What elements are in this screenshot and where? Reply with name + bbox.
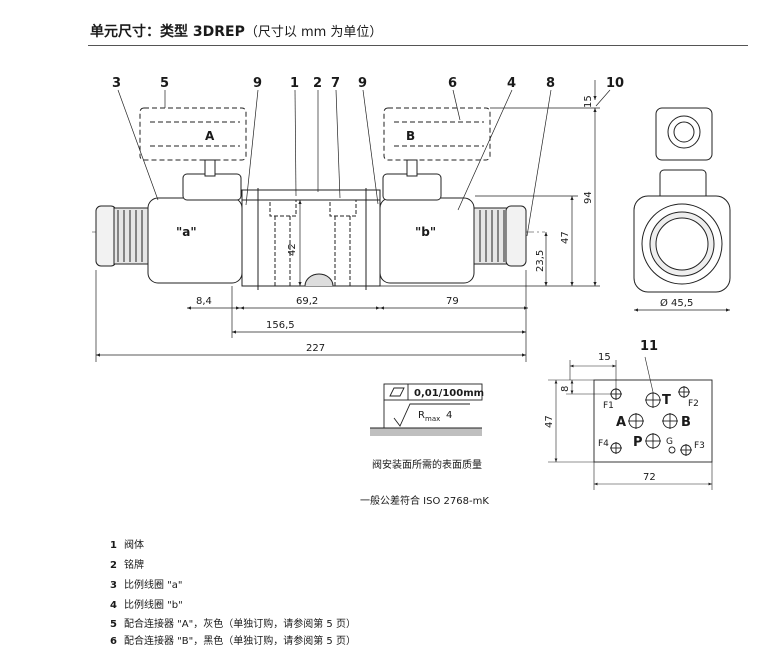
connector-a	[139, 107, 247, 161]
port-dim-8: 8	[560, 386, 571, 392]
callout-numbers: 3 5 9 1 2 7 9 6 4 8 10 11	[112, 76, 658, 354]
page-title: 单元尺寸：类型 3DREP（尺寸以 mm 为单位）	[90, 21, 382, 41]
callout-2: 2	[313, 76, 322, 91]
connector-b	[383, 107, 491, 161]
callouts	[117, 89, 611, 237]
port-dimension-texts: 15 8 47 72	[544, 352, 656, 483]
right-knurled-ring	[473, 207, 509, 265]
dim-42: 42	[287, 243, 298, 256]
left-plug-nut	[95, 205, 117, 267]
callout-6: 6	[448, 76, 457, 91]
port-P: P	[633, 435, 643, 450]
surface-quality-symbol	[370, 383, 483, 436]
dim-79: 79	[446, 296, 459, 307]
legend-num: 1	[110, 540, 117, 551]
legend-item: 2 铭牌	[110, 556, 144, 571]
port-labels: T A B P	[616, 393, 691, 450]
callout-9-right: 9	[358, 76, 367, 91]
page-title-units: （尺寸以 mm 为单位）	[244, 25, 383, 40]
legend-num: 3	[110, 580, 117, 591]
legend-item: 4 比例线圈 "b"	[110, 596, 183, 611]
dimension-lines	[95, 80, 600, 362]
dim-227: 227	[306, 343, 325, 354]
legend-num: 2	[110, 560, 117, 571]
port-A: A	[616, 415, 626, 430]
page-title-main: 单元尺寸：类型 3DREP	[90, 24, 245, 40]
port-dim-72: 72	[643, 472, 656, 483]
front-connector	[655, 107, 713, 161]
flatness-value: 0,01/100mm	[414, 388, 484, 399]
port-F2: F2	[688, 399, 699, 409]
title-rule	[88, 45, 748, 46]
valve-body	[241, 189, 381, 287]
roughness-sub: max	[425, 415, 440, 423]
callout-3: 3	[112, 76, 121, 91]
legend-num: 6	[110, 636, 117, 647]
dim-69-2: 69,2	[296, 296, 318, 307]
front-view	[633, 107, 731, 312]
port-small-labels: G F1 F2 F3 F4	[598, 399, 705, 451]
legend-item: 3 比例线圈 "a"	[110, 576, 183, 591]
coil-a-label: "a"	[176, 225, 197, 239]
port-dim-15: 15	[598, 352, 611, 363]
legend-text: 比例线圈 "a"	[124, 580, 183, 591]
legend-num: 4	[110, 600, 117, 611]
dim-15: 15	[583, 95, 594, 108]
callout-11: 11	[640, 339, 658, 354]
port-F3: F3	[694, 441, 705, 451]
flatness-frame	[383, 383, 483, 401]
port-T: T	[662, 393, 671, 408]
dim-23-5: 23,5	[535, 250, 546, 272]
port-G: G	[666, 437, 673, 447]
roughness-value: 4	[446, 410, 452, 421]
port-dim-47: 47	[544, 415, 555, 428]
side-view	[92, 107, 545, 290]
dim-8-4: 8,4	[196, 296, 212, 307]
coil-b-label: "b"	[415, 225, 436, 239]
legend-item: 5 配合连接器 "A"，灰色（单独订购，请参阅第 5 页）	[110, 615, 356, 630]
port-F1: F1	[603, 401, 614, 411]
callout-8: 8	[546, 76, 555, 91]
legend-item: 1 阀体	[110, 536, 144, 551]
dim-94: 94	[583, 191, 594, 204]
callout-10: 10	[606, 76, 624, 91]
connector-a-label: A	[205, 129, 215, 143]
left-knurled-ring	[113, 207, 149, 265]
coil-b-body	[379, 197, 475, 284]
dimension-texts: 8,4 69,2 79 156,5 227 42 23,5 47 94 15 Ø…	[196, 95, 693, 354]
legend-text: 配合连接器 "B"，黑色（单独订购，请参阅第 5 页）	[124, 636, 356, 647]
callout-1: 1	[290, 76, 299, 91]
dim-diameter: Ø 45,5	[660, 297, 693, 309]
coil-a-body	[147, 197, 243, 284]
callout-5: 5	[160, 76, 169, 91]
legend-text: 铭牌	[124, 560, 144, 571]
surface-caption: 阀安装面所需的表面质量	[372, 460, 482, 471]
legend-num: 5	[110, 619, 117, 630]
legend-text: 阀体	[124, 540, 144, 551]
legend-item: 6 配合连接器 "B"，黑色（单独订购，请参阅第 5 页）	[110, 632, 356, 647]
callout-9-left: 9	[253, 76, 262, 91]
callout-4: 4	[507, 76, 516, 91]
legend-text: 比例线圈 "b"	[124, 600, 183, 611]
port-pattern	[548, 356, 713, 490]
coil-labels: "a" "b" A B	[176, 129, 436, 239]
dim-47: 47	[560, 231, 571, 244]
roughness-r: R	[418, 410, 425, 421]
port-F4: F4	[598, 439, 609, 449]
dim-156-5: 156,5	[266, 320, 295, 331]
right-plug-nut	[505, 205, 527, 267]
tolerance-note: 一般公差符合 ISO 2768-mK	[360, 496, 489, 507]
port-B: B	[681, 415, 691, 430]
legend-text: 配合连接器 "A"，灰色（单独订购，请参阅第 5 页）	[124, 619, 356, 630]
callout-7: 7	[331, 76, 340, 91]
connector-b-label: B	[406, 129, 415, 143]
